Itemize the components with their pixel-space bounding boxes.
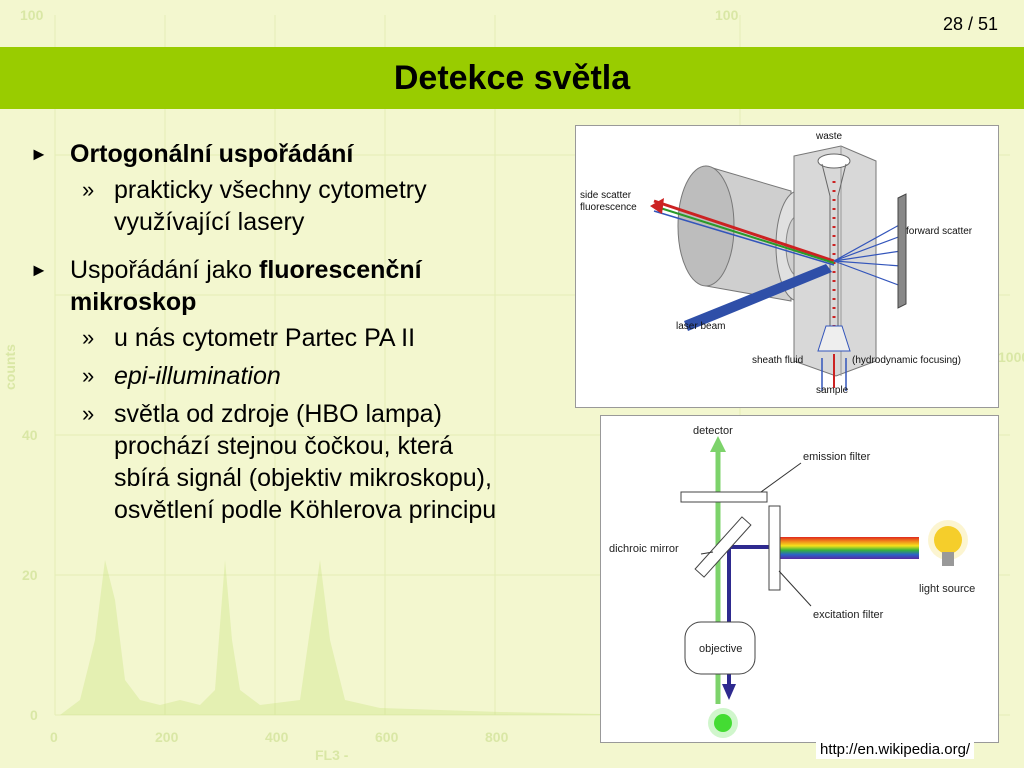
bg-tick-x-400: 400 [265, 729, 289, 745]
sub-list: » u nás cytometr Partec PA II » epi-illu… [82, 322, 600, 526]
bg-axis-label-x: FL3 - [315, 747, 349, 763]
sub-item: » světla od zdroje (HBO lampa) prochází … [82, 398, 600, 526]
bg-tick-x-800: 800 [485, 729, 509, 745]
sub-item-text: u nás cytometr Partec PA II [114, 324, 416, 352]
bullet-marker-icon: ► [30, 260, 48, 280]
label-laser-beam: laser beam [676, 321, 725, 332]
label-waste: waste [815, 131, 843, 142]
bullet-item: ► Ortogonální uspořádání [30, 138, 600, 170]
sub-item-text-line: osvětlení podle Köhlerova principu [114, 496, 497, 524]
bullet-marker-icon: ► [30, 144, 48, 164]
slide-title: Detekce světla [393, 58, 631, 97]
sub-marker: » [82, 325, 95, 350]
sheath-fluid-arrows [821, 358, 847, 391]
bg-tick-x-200: 200 [155, 729, 179, 745]
bullet-text: Ortogonální uspořádání [70, 140, 354, 168]
label-forward-scatter: forward scatter [906, 226, 973, 237]
label-objective: objective [699, 643, 742, 655]
bullet-item: ► Uspořádání jako fluorescenční mikrosko… [30, 254, 600, 318]
cytometer-diagram-svg: waste side scatter fluorescence forward … [580, 131, 973, 396]
label-sheath-fluid: sheath fluid [752, 355, 803, 366]
source-url-link[interactable]: http://en.wikipedia.org/ [816, 740, 975, 759]
label-side-scatter: side scatter [580, 190, 632, 201]
sub-list: » prakticky všechny cytometry využívajíc… [82, 174, 600, 238]
scatter-rays [650, 198, 902, 287]
epifluorescence-diagram-svg: objective detector emission filter dichr… [609, 425, 975, 738]
bullet-text-bold: fluorescenční [259, 256, 422, 284]
sub-item: » prakticky všechny cytometry využívajíc… [82, 174, 600, 238]
bg-tick-y-20: 20 [22, 567, 38, 583]
bg-axis-label-y: counts [2, 344, 18, 390]
label-emission-filter: emission filter [803, 451, 871, 463]
specimen-glow [708, 708, 738, 738]
excitation-spectrum-beam [779, 537, 919, 559]
light-bulb-icon [928, 520, 968, 566]
label-excitation-filter: excitation filter [813, 609, 884, 621]
label-sample: sample [816, 385, 849, 396]
title-bar: Detekce světla [0, 47, 1024, 109]
epifluorescence-diagram: objective detector emission filter dichr… [600, 415, 999, 743]
leader-lines [700, 462, 812, 607]
bullet-text-plain: Uspořádání jako [70, 256, 260, 284]
label-fluorescence: fluorescence [580, 202, 637, 213]
bullet-list: ► Ortogonální uspořádání » prakticky vše… [30, 138, 600, 542]
cytometer-diagram: waste side scatter fluorescence forward … [575, 125, 999, 408]
bg-tick-y-40: 40 [22, 427, 38, 443]
label-light-source: light source [919, 583, 975, 595]
detector-arrow-icon [710, 436, 726, 452]
laser-beam-icon [684, 264, 832, 331]
bg-tick-y-100b: 100 [715, 7, 739, 23]
excitation-filter-icon [768, 505, 781, 591]
sub-item: » u nás cytometr Partec PA II [82, 322, 600, 354]
sub-item: » epi-illumination [82, 360, 600, 392]
emission-filter-icon [680, 491, 768, 503]
sub-marker: » [82, 363, 95, 388]
excitation-arrow-icon [722, 684, 736, 700]
bg-tick-x-600: 600 [375, 729, 399, 745]
bg-tick-right-1000: 1000 [998, 349, 1024, 365]
sub-item-text-line: prakticky všechny cytometry [114, 176, 427, 204]
bg-tick-y-0: 0 [30, 707, 38, 723]
sub-item-text-line: sbírá signál (objektiv mikroskopu), [114, 464, 492, 492]
bg-tick-y-100a: 100 [20, 7, 44, 23]
bullet-text-bold-line2: mikroskop [70, 288, 197, 316]
bg-tick-x-0: 0 [50, 729, 58, 745]
sub-item-text-line: prochází stejnou čočkou, která [114, 432, 454, 460]
dichroic-mirror-icon [694, 516, 752, 578]
sub-marker: » [82, 401, 95, 426]
forward-scatter-detector-icon [897, 193, 907, 309]
label-hydrodynamic-focusing: (hydrodynamic focusing) [852, 355, 961, 366]
sub-marker: » [82, 177, 95, 202]
specimen-icon [714, 714, 732, 732]
sub-item-text-line: světla od zdroje (HBO lampa) [114, 400, 442, 428]
label-detector: detector [693, 425, 733, 437]
objective-lens-icon [684, 621, 756, 675]
label-dichroic-mirror: dichroic mirror [609, 543, 679, 555]
sub-item-text: epi-illumination [114, 362, 281, 390]
sub-item-text-line: využívající lasery [114, 208, 305, 236]
page-number: 28 / 51 [942, 14, 998, 34]
